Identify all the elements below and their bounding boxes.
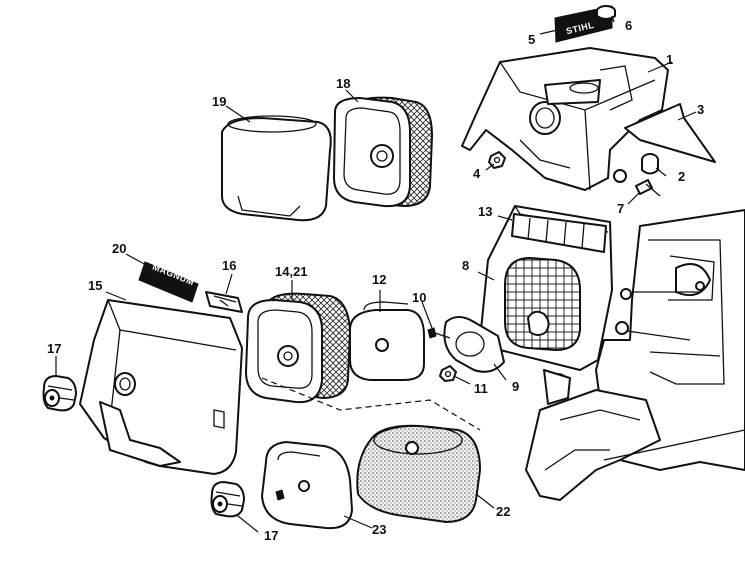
leader-lines xyxy=(55,15,697,533)
callout-16: 16 xyxy=(222,258,236,273)
part-1-shroud xyxy=(461,47,669,191)
part-8-filter-base xyxy=(479,205,613,405)
part-16-bracket xyxy=(205,291,243,313)
callout-10: 10 xyxy=(412,290,426,305)
part-20-magnum-decal: MAGNUM xyxy=(138,261,199,303)
machine-housing xyxy=(525,209,745,501)
part-14-main-filter xyxy=(245,292,352,404)
part-23-plate xyxy=(261,441,353,530)
part-6-plug xyxy=(596,5,616,20)
part-2-grommet xyxy=(641,153,659,175)
part-17-knob-lower xyxy=(210,481,245,518)
callout-20: 20 xyxy=(112,241,126,256)
part-22-foam-filter xyxy=(356,424,482,524)
part-9-carb-adapter xyxy=(427,316,505,373)
callout-2: 2 xyxy=(678,169,685,184)
callout-4: 4 xyxy=(473,166,481,181)
assembly-dash-line xyxy=(261,377,481,431)
callout-5: 5 xyxy=(528,32,535,47)
part-12-prefilter xyxy=(349,301,425,381)
part-18-air-filter xyxy=(333,96,434,208)
callout-22: 22 xyxy=(496,504,510,519)
callout-1: 1 xyxy=(666,52,673,67)
callout-labels: 1 2 3 4 5 6 7 8 9 10 11 12 13 14,21 15 1… xyxy=(47,18,704,543)
callout-15: 15 xyxy=(88,278,102,293)
callout-13: 13 xyxy=(478,204,492,219)
callout-6: 6 xyxy=(625,18,632,33)
callout-19: 19 xyxy=(212,94,226,109)
callout-17-upper: 17 xyxy=(47,341,61,356)
part-15-filter-cover xyxy=(79,299,243,475)
part-4-nut xyxy=(488,151,506,169)
callout-7: 7 xyxy=(617,201,624,216)
callout-18: 18 xyxy=(336,76,350,91)
part-17-knob-upper xyxy=(42,375,77,412)
part-11-nut xyxy=(439,365,457,382)
part-19-filter-band xyxy=(221,115,332,222)
callout-14-21: 14,21 xyxy=(275,264,308,279)
callout-3: 3 xyxy=(697,102,704,117)
callout-17-lower: 17 xyxy=(264,528,278,543)
callout-23: 23 xyxy=(372,522,386,537)
part-3-baffle xyxy=(624,103,716,163)
part-7-screw xyxy=(635,179,661,197)
callout-12: 12 xyxy=(372,272,386,287)
callout-11: 11 xyxy=(474,381,488,396)
callout-8: 8 xyxy=(462,258,469,273)
callout-9: 9 xyxy=(512,379,519,394)
